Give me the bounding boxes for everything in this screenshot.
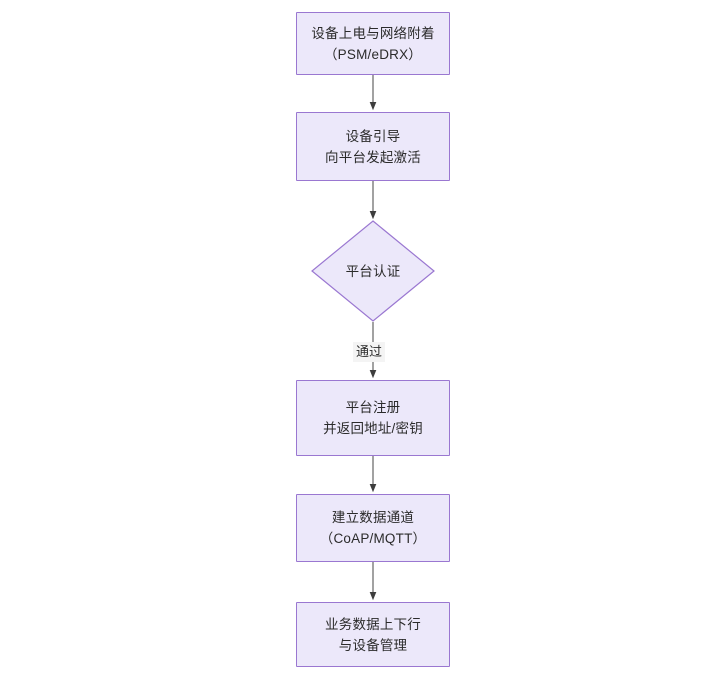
diamond-shape [311,220,435,322]
node-platform-auth-decision[interactable]: 平台认证 [311,220,435,322]
node-device-power-on-label: 设备上电与网络附着 （PSM/eDRX） [311,25,435,62]
node-device-bootstrap-label: 设备引导 向平台发起激活 [325,128,421,165]
node-device-bootstrap[interactable]: 设备引导 向平台发起激活 [296,112,450,181]
node-platform-register[interactable]: 平台注册 并返回地址/密钥 [296,380,450,456]
node-establish-data-channel-label: 建立数据通道 （CoAP/MQTT） [319,510,427,546]
node-device-power-on[interactable]: 设备上电与网络附着 （PSM/eDRX） [296,12,450,75]
node-establish-data-channel[interactable]: 建立数据通道 （CoAP/MQTT） [296,494,450,562]
node-business-data-management-label: 业务数据上下行 与设备管理 [325,616,421,653]
node-platform-register-label: 平台注册 并返回地址/密钥 [323,400,423,436]
node-platform-auth-label: 平台认证 [345,263,401,279]
edge-label-pass: 通过 [353,342,386,362]
node-business-data-management[interactable]: 业务数据上下行 与设备管理 [296,602,450,667]
